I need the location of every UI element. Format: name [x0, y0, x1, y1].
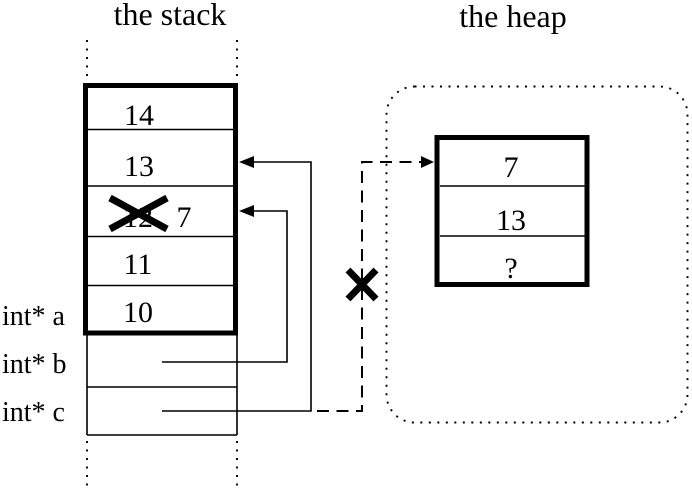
dangling-pointer-cross-out-icon: [345, 267, 379, 302]
heap-frame: [434, 135, 590, 287]
old-value-cross-out-icon: [108, 194, 169, 233]
stack-title: the stack: [114, 0, 227, 32]
pointer-label-c: int* c: [2, 397, 65, 428]
stack-cell-value-14: 14: [124, 99, 154, 132]
pointer-label-b: int* b: [2, 349, 67, 380]
heap-cell-value-7: 7: [504, 151, 519, 184]
pointer-label-a: int* a: [2, 301, 66, 332]
pointer-b-arrowhead: [239, 205, 254, 217]
stack-cell-value-13: 13: [124, 150, 154, 183]
heap-cell-value-13: 13: [496, 204, 526, 237]
pointer-c-arrowhead: [239, 156, 254, 168]
heap-title: the heap: [459, 0, 567, 34]
pointer-b-line: [162, 210, 288, 363]
dangling-pointer-arrowhead: [421, 156, 434, 168]
stack-cell-new-value-7: 7: [177, 201, 192, 234]
stack-frame: [83, 83, 238, 336]
pointer-c-line: [162, 161, 312, 412]
heap-cell-value-unknown: ?: [504, 252, 517, 285]
stack-cell-value-10: 10: [123, 296, 153, 329]
stack-cell-old-value-12: 12: [123, 201, 153, 234]
stack-cell-value-11: 11: [124, 248, 153, 281]
dangling-pointer-dashed-line: [317, 161, 422, 412]
